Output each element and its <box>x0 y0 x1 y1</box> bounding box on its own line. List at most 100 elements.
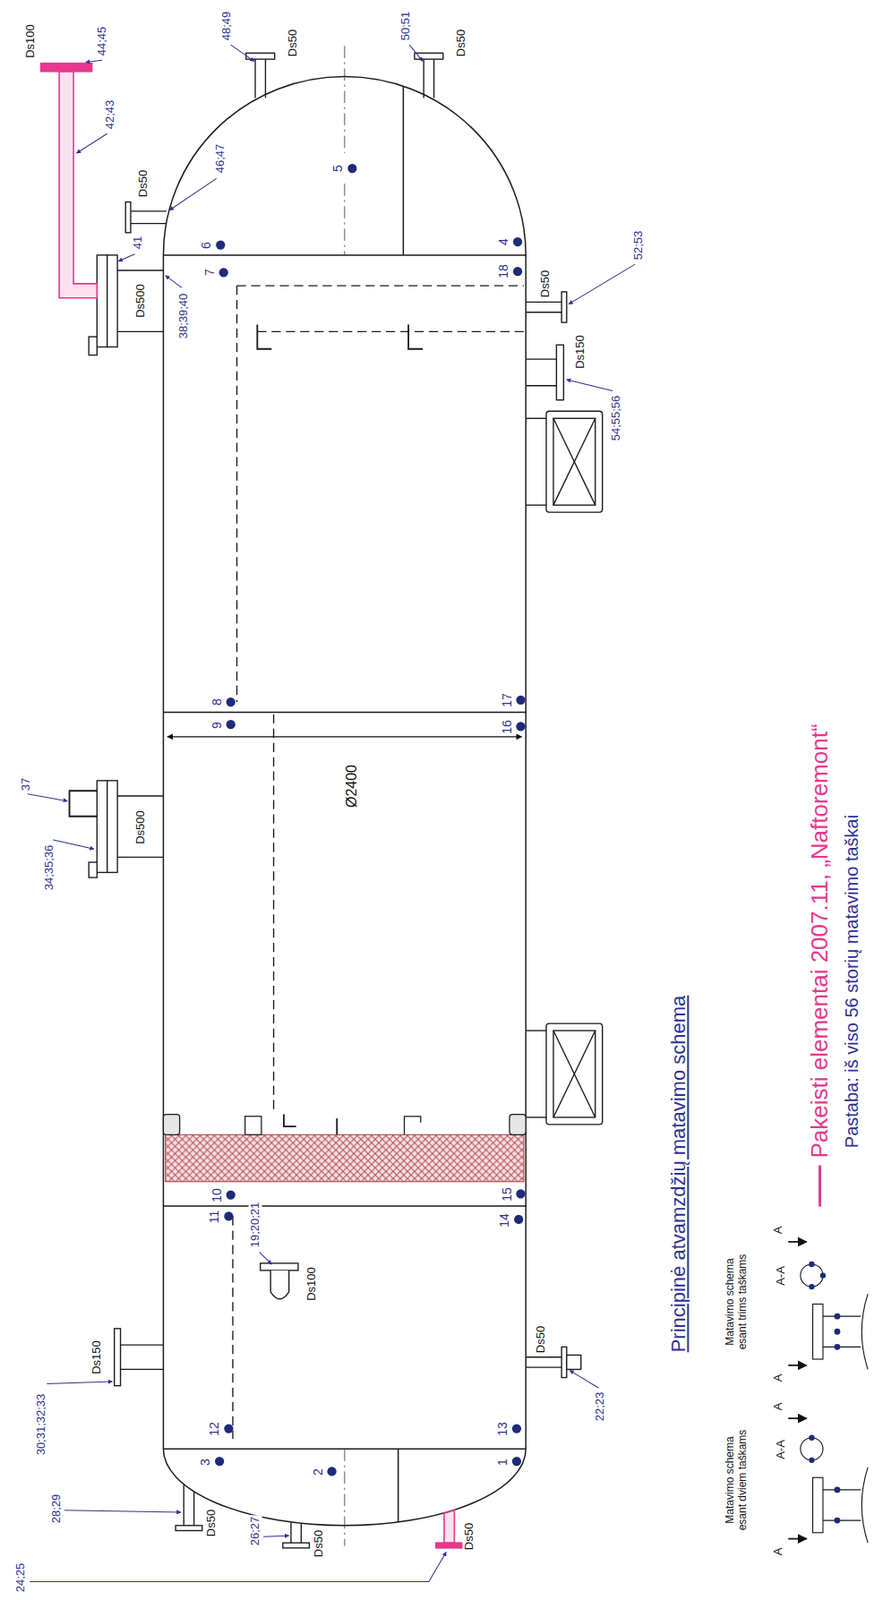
nozzle <box>175 1525 203 1532</box>
nozzle-size: Ds50 <box>454 28 469 58</box>
nozzle <box>254 59 256 98</box>
nozzle <box>183 1484 185 1526</box>
nozzle <box>525 301 562 303</box>
section-scheme <box>822 1346 861 1348</box>
vessel-shell <box>397 1448 399 1522</box>
section-letter: A <box>771 1373 785 1384</box>
nozzle <box>556 344 564 401</box>
manway <box>117 856 163 858</box>
demister-pad <box>165 1134 524 1182</box>
leader-line <box>64 1510 181 1513</box>
measurement-point <box>219 267 229 277</box>
support-clip <box>509 1114 526 1136</box>
nozzle <box>265 59 266 98</box>
nozzle <box>566 1354 582 1370</box>
point-number: 6 <box>198 240 214 250</box>
nozzle <box>193 1491 195 1526</box>
manway <box>96 255 107 348</box>
section-scheme <box>822 1316 861 1318</box>
callout-number: 24;25 <box>13 1561 27 1594</box>
point-number: 15 <box>498 1186 514 1203</box>
manway <box>96 780 107 874</box>
section-scheme <box>861 1293 868 1370</box>
section-scheme <box>861 1467 868 1543</box>
manway <box>69 790 98 816</box>
vessel-shell <box>162 711 526 713</box>
axis-line <box>343 183 345 256</box>
section-scheme <box>813 1303 823 1360</box>
nozzle-size: Ds50 <box>538 269 552 299</box>
nozzle <box>525 385 557 386</box>
point-number: 13 <box>495 1421 510 1438</box>
section-letter: A <box>771 1402 785 1413</box>
point-number: 11 <box>206 1209 222 1226</box>
vessel-shell <box>162 76 526 255</box>
support-clip <box>404 1116 421 1136</box>
nozzle-size: Ds500 <box>134 283 148 320</box>
callout-number: 42;43 <box>103 98 118 130</box>
measurement-point <box>515 1189 525 1199</box>
support-clip <box>335 1118 338 1135</box>
legend-line <box>818 1165 822 1208</box>
measurement-point <box>834 1328 841 1336</box>
saddle-support <box>525 1116 547 1118</box>
scheme-caption: Matavimo schema esant dviem taškams <box>724 1423 750 1538</box>
section-scheme <box>813 1477 823 1534</box>
measurement-point <box>808 1261 815 1268</box>
dimension-text: Ø2400 <box>343 763 360 809</box>
vessel-shell <box>524 255 526 1449</box>
point-number: 12 <box>206 1421 222 1438</box>
callout-number: 50;51 <box>398 9 412 42</box>
measurement-point <box>808 1284 815 1290</box>
callout-number: 38;39;40 <box>177 292 191 341</box>
section-scheme <box>788 1364 807 1367</box>
manway <box>107 780 118 874</box>
saddle-support <box>525 1029 547 1031</box>
measurement-point <box>512 1423 522 1433</box>
nozzle <box>270 1270 290 1300</box>
measurement-point <box>512 1456 522 1466</box>
measurement-point <box>514 1215 523 1225</box>
leader-line <box>29 1551 446 1582</box>
point-number: 5 <box>330 163 345 173</box>
point-number: 16 <box>498 719 514 736</box>
measurement-point <box>515 695 525 705</box>
note-text: Pastaba: iš viso 56 storių matavimo tašk… <box>840 814 862 1149</box>
nozzle-size: Ds50 <box>205 1508 219 1538</box>
measurement-point <box>226 697 236 707</box>
nozzle-size: Ds50 <box>534 1325 549 1354</box>
leader-line <box>118 254 135 262</box>
legend-item: Pakeisti elementai 2007.11, „Naftoremont… <box>806 724 834 1208</box>
leader-line <box>77 133 108 154</box>
nozzle <box>125 202 131 233</box>
nozzle-size: Ds150 <box>573 334 587 371</box>
measurement-point <box>214 163 526 1477</box>
internal-baffle <box>257 331 524 333</box>
nozzle <box>525 311 562 313</box>
nozzle <box>290 1522 292 1543</box>
measurement-point <box>226 719 236 729</box>
point-number: 7 <box>202 268 217 278</box>
nozzle <box>433 59 435 98</box>
measurement-point <box>214 1456 224 1466</box>
callout-number: 41 <box>130 235 145 250</box>
point-number: 9 <box>209 720 224 730</box>
section-scheme <box>788 1538 807 1541</box>
nozzle-size: Ds50 <box>286 28 300 58</box>
nozzle-size: Ds50 <box>311 1529 326 1559</box>
callout-number: 19;20;21 <box>248 1201 263 1250</box>
measurement-point <box>808 1457 815 1464</box>
measurement-point <box>834 1344 841 1351</box>
manway <box>69 255 164 878</box>
nozzle <box>114 52 582 1549</box>
leader-line <box>231 44 255 61</box>
internal-baffle <box>231 1216 233 1439</box>
demister-pad <box>165 1134 524 1182</box>
measurement-point <box>834 1313 841 1320</box>
scheme-caption: Matavimo schema esant trims taškams <box>724 1244 750 1359</box>
callout-number: 54;55;56 <box>608 394 623 443</box>
leader-line <box>569 1370 599 1389</box>
measurement-point <box>513 266 523 276</box>
saddle-support <box>553 418 596 506</box>
